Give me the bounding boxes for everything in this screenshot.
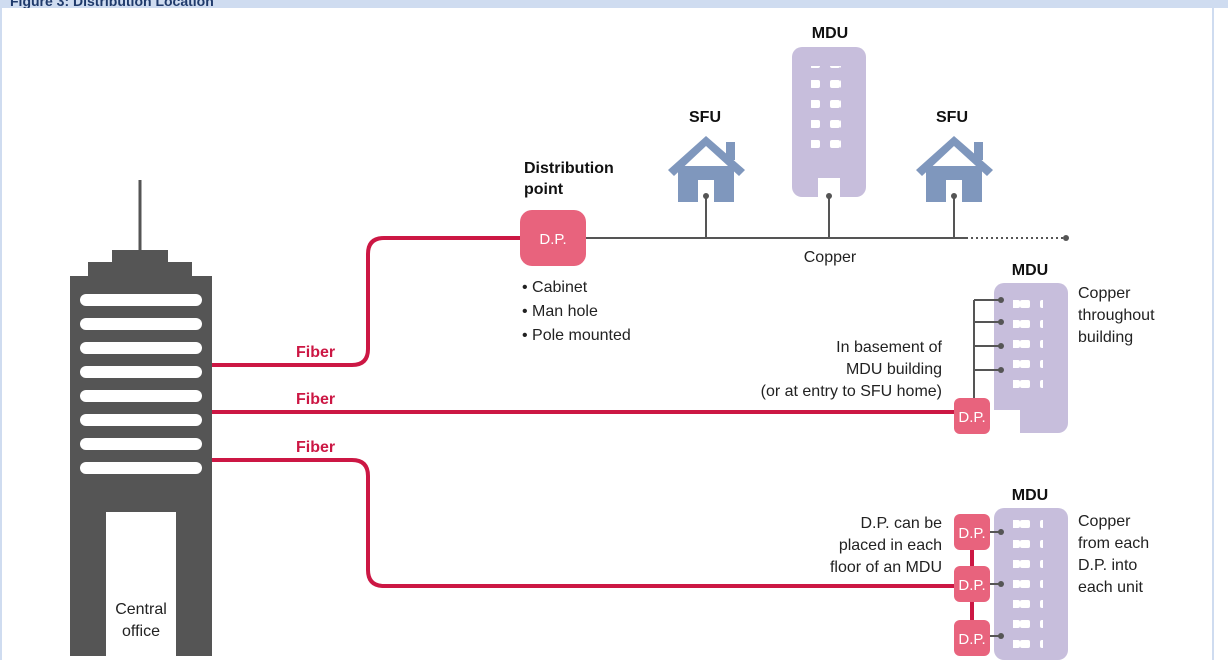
basement-note-2: MDU building xyxy=(846,361,942,378)
mdu-building-top xyxy=(792,47,866,198)
fiber-line-3 xyxy=(212,458,956,588)
copper-throughout-3: building xyxy=(1078,329,1133,346)
copper-line-end xyxy=(1063,235,1069,241)
dp-box-floor-1 xyxy=(954,514,990,550)
dp-type-manhole: • Man hole xyxy=(522,303,598,320)
mdu-building-bottom xyxy=(994,508,1068,660)
central-office-building xyxy=(70,180,212,656)
basement-note-1: In basement of xyxy=(836,339,942,356)
copper-riser-middle xyxy=(973,299,1000,400)
central-office-label-2: office xyxy=(122,623,160,640)
dp-box-floor-1-label: D.P. xyxy=(958,525,985,542)
copper-each-dp-1: Copper xyxy=(1078,513,1131,530)
mdu-label-top: MDU xyxy=(812,25,848,42)
mdu-label-middle: MDU xyxy=(1012,262,1048,279)
mdu-label-bottom: MDU xyxy=(1012,487,1048,504)
sfu-label-1: SFU xyxy=(689,109,721,126)
dp-box-floor-3-label: D.P. xyxy=(958,631,985,648)
dp-box-basement-label: D.P. xyxy=(958,409,985,426)
figure-frame xyxy=(0,8,1214,660)
figure-title: Figure 3: Distribution Location xyxy=(10,0,214,8)
figure-title-bar: Figure 3: Distribution Location xyxy=(0,0,1228,8)
copper-throughout-1: Copper xyxy=(1078,285,1131,302)
sfu-house-icon-2 xyxy=(916,136,993,202)
copper-throughout-2: throughout xyxy=(1078,307,1155,324)
copper-each-dp-2: from each xyxy=(1078,535,1149,552)
copper-each-dp-4: each unit xyxy=(1078,579,1143,596)
fiber-label-2: Fiber xyxy=(296,391,335,408)
dp-box-street-label: D.P. xyxy=(539,231,566,248)
floor-note-3: floor of an MDU xyxy=(830,559,942,576)
office-windows xyxy=(80,294,202,474)
dp-box-basement xyxy=(954,398,990,434)
dp-type-pole: • Pole mounted xyxy=(522,327,631,344)
floor-note-1: D.P. can be xyxy=(860,515,942,532)
office-door xyxy=(106,512,176,656)
dp-box-street xyxy=(520,210,586,266)
basement-note-3: (or at entry to SFU home) xyxy=(761,383,942,400)
fiber-line-1 xyxy=(212,236,522,367)
copper-label: Copper xyxy=(804,249,857,266)
fiber-label-3: Fiber xyxy=(296,439,335,456)
distribution-point-title-2: point xyxy=(524,181,564,198)
sfu-label-2: SFU xyxy=(936,109,968,126)
dp-box-floor-3 xyxy=(954,620,990,656)
distribution-point-title-1: Distribution xyxy=(524,160,614,177)
dp-box-floor-2-label: D.P. xyxy=(958,577,985,594)
dp-type-cabinet: • Cabinet xyxy=(522,279,588,296)
dp-box-floor-2 xyxy=(954,566,990,602)
fiber-lines xyxy=(212,236,956,588)
fiber-label-1: Fiber xyxy=(296,344,335,361)
copper-each-dp-3: D.P. into xyxy=(1078,557,1137,574)
central-office-label-1: Central xyxy=(115,601,167,618)
sfu-house-icon-1 xyxy=(668,136,745,202)
floor-note-2: placed in each xyxy=(839,537,942,554)
mdu-building-middle xyxy=(990,283,1068,434)
